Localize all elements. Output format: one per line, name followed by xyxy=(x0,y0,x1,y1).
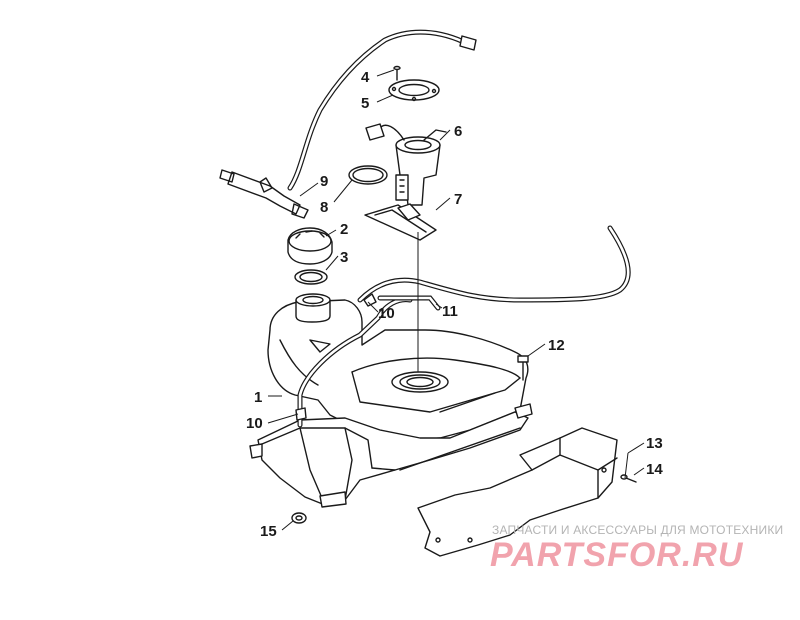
callout-10b: 10 xyxy=(246,415,263,432)
part-12-bolt xyxy=(517,355,529,381)
callout-1: 1 xyxy=(254,389,262,406)
callout-12: 12 xyxy=(548,337,565,354)
part-1-fuel-tank xyxy=(249,293,533,508)
callout-14: 14 xyxy=(646,461,663,478)
part-10-clamp-upper xyxy=(363,293,377,307)
callout-labels: 1 2 3 4 5 6 7 8 9 10 10 11 12 13 14 15 xyxy=(246,69,663,540)
watermark-brand: PARTSFOR.RU xyxy=(490,536,744,574)
part-15-grommet xyxy=(291,512,307,524)
callout-4: 4 xyxy=(361,69,370,86)
callout-6: 6 xyxy=(454,123,462,140)
callout-2: 2 xyxy=(340,221,348,238)
leader-lines xyxy=(267,69,645,531)
callout-5: 5 xyxy=(361,95,369,112)
part-9-fuel-line xyxy=(219,29,477,219)
part-11-vent-hose xyxy=(357,225,631,311)
callout-3: 3 xyxy=(340,249,348,266)
part-4-screw xyxy=(393,65,401,81)
callout-13: 13 xyxy=(646,435,663,452)
callout-11: 11 xyxy=(442,303,458,320)
part-2-fuel-cap xyxy=(287,227,333,265)
part-10-clamp-lower xyxy=(295,407,307,421)
part-7-pump-bracket xyxy=(364,203,437,241)
part-3-cap-gasket xyxy=(294,269,328,285)
callout-8: 8 xyxy=(320,199,328,216)
part-8-o-ring xyxy=(348,165,388,185)
callout-9: 9 xyxy=(320,173,328,190)
callout-7: 7 xyxy=(454,191,462,208)
part-6-fuel-pump xyxy=(365,123,447,206)
part-13-shield-plate xyxy=(417,427,618,557)
callout-15: 15 xyxy=(260,523,277,540)
part-5-retaining-ring xyxy=(388,79,440,102)
watermark-caption: ЗАПЧАСТИ И АКСЕССУАРЫ ДЛЯ МОТОТЕХНИКИ xyxy=(492,523,784,537)
part-14-screw xyxy=(620,474,637,483)
callout-10a: 10 xyxy=(378,305,395,322)
